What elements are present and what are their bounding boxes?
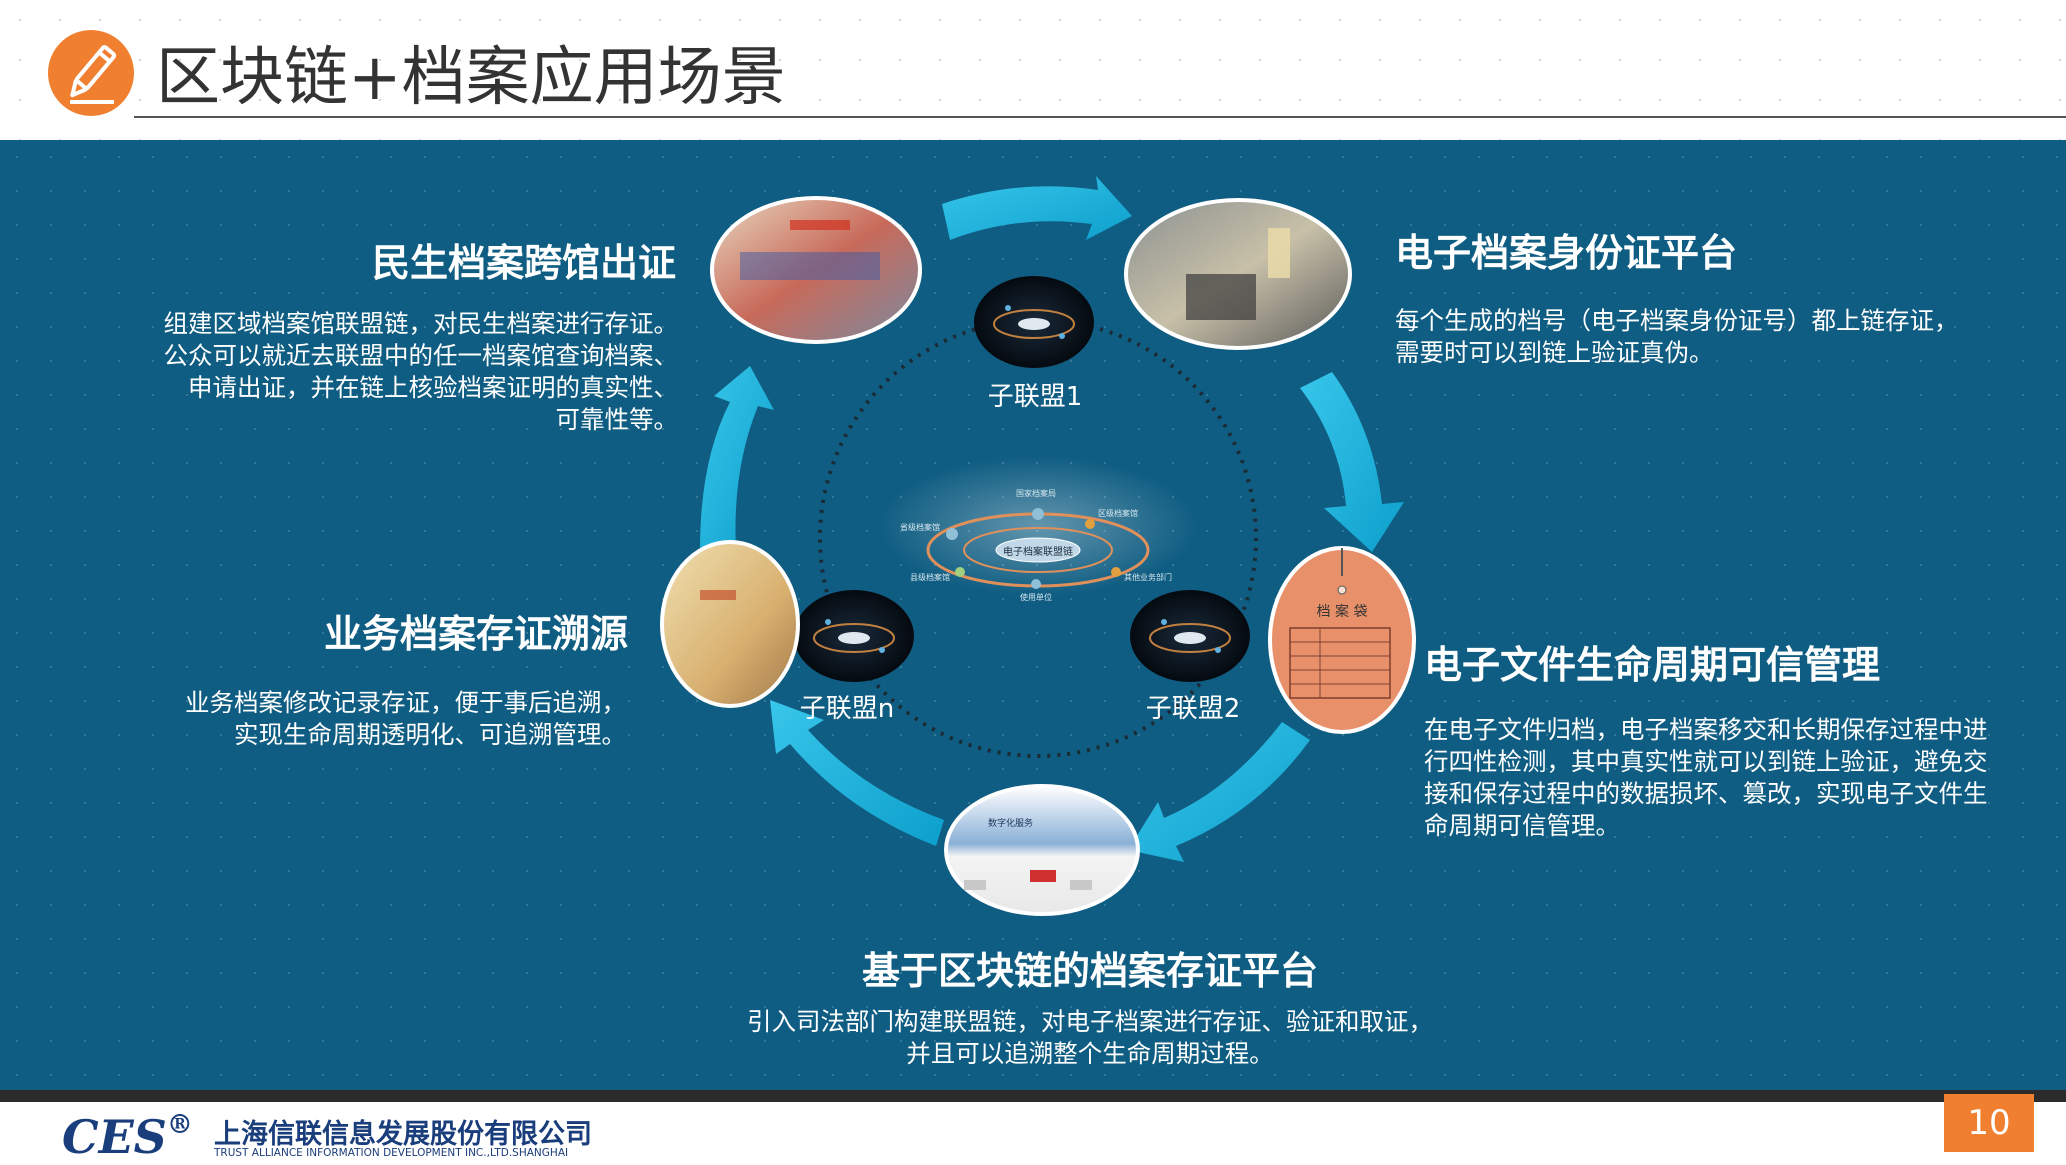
sub-alliance-label-1: 子联盟1 — [987, 382, 1083, 412]
pencil-badge — [48, 30, 134, 116]
orbit-label-2: 省级档案馆 — [900, 522, 940, 532]
heading-minsheng: 民生档案跨馆出证 — [371, 241, 676, 285]
orbit-label-3: 县级档案馆 — [910, 572, 950, 582]
desc-platform-line: 并且可以追溯整个生命周期过程。 — [906, 1039, 1274, 1068]
cycle-diagram: 电子档案联盟链 国家档案局 区级档案馆 省级档案馆 县级档案馆 其他业务部门 使… — [660, 176, 1416, 916]
arrow-left-icon — [700, 366, 774, 550]
desc-yewu-line: 业务档案修改记录存证，便于事后追溯， — [185, 688, 626, 717]
sub-alliance-node-2 — [1130, 590, 1250, 682]
desc-platform-line: 引入司法部门构建联盟链，对电子档案进行存证、验证和取证， — [747, 1007, 1433, 1036]
desc-minsheng-line: 可靠性等。 — [555, 405, 679, 434]
web-label: 数字化服务 — [988, 817, 1033, 829]
company-logo: CES® — [62, 1110, 193, 1164]
desc-minsheng-line: 公众可以就近去联盟中的任一档案馆查询档案、 — [163, 341, 679, 370]
desc-lifecycle-line: 接和保存过程中的数据损坏、篡改，实现电子文件生 — [1424, 779, 1988, 808]
orbit-label-4: 其他业务部门 — [1124, 572, 1172, 582]
arrow-bottom-left-icon — [770, 700, 944, 846]
sub-alliance-node-n — [794, 590, 914, 682]
cycle-arrows — [700, 176, 1404, 862]
heading-idcard: 电子档案身份证平台 — [1395, 231, 1738, 275]
desc-idcard: 每个生成的档号（电子档案身份证号）都上链存证， 需要时可以到链上验证真伪。 — [1395, 305, 1959, 369]
sub-alliance-label-n: 子联盟n — [799, 694, 895, 724]
heading-lifecycle: 电子文件生命周期可信管理 — [1424, 643, 1881, 687]
desc-lifecycle-line: 命周期可信管理。 — [1424, 811, 1620, 840]
archive-bag-label: 档 案 袋 — [1317, 603, 1368, 620]
pencil-icon — [70, 45, 117, 104]
arrow-top-icon — [942, 176, 1132, 240]
photo-minsheng — [710, 196, 922, 344]
registered-mark: ® — [166, 1110, 193, 1140]
desc-lifecycle: 在电子文件归档，电子档案移交和长期保存过程中进 行四性检测，其中真实性就可以到链… — [1424, 714, 1988, 842]
sub-alliance-label-2: 子联盟2 — [1145, 694, 1241, 724]
scenario-panel: 电子档案联盟链 国家档案局 区级档案馆 省级档案馆 县级档案馆 其他业务部门 使… — [0, 140, 2066, 1090]
center-chain-label: 电子档案联盟链 — [1003, 545, 1073, 558]
desc-platform: 引入司法部门构建联盟链，对电子档案进行存证、验证和取证， 并且可以追溯整个生命周… — [600, 1006, 1580, 1070]
desc-minsheng: 组建区域档案馆联盟链，对民生档案进行存证。 公众可以就近去联盟中的任一档案馆查询… — [0, 308, 679, 436]
title-divider — [134, 116, 2066, 118]
page-title: 区块链+档案应用场景 — [156, 41, 786, 115]
desc-idcard-line: 每个生成的档号（电子档案身份证号）都上链存证， — [1395, 306, 1959, 335]
orbit-label-0: 国家档案局 — [1016, 488, 1056, 498]
page-number: 10 — [1944, 1094, 2034, 1152]
photo-yewu — [660, 540, 800, 708]
heading-platform: 基于区块链的档案存证平台 — [861, 949, 1318, 993]
desc-minsheng-line: 申请出证，并在链上核验档案证明的真实性、 — [188, 373, 678, 402]
company-english-name: TRUST ALLIANCE INFORMATION DEVELOPMENT I… — [214, 1147, 569, 1159]
desc-lifecycle-line: 在电子文件归档，电子档案移交和长期保存过程中进 — [1424, 715, 1988, 744]
company-logo-mark: CES — [62, 1110, 167, 1164]
desc-yewu-line: 实现生命周期透明化、可追溯管理。 — [234, 720, 626, 749]
photo-platform-web: 数字化服务 — [944, 784, 1140, 916]
footer-strip — [0, 1090, 2066, 1102]
orbit-label-5: 使用单位 — [1020, 592, 1052, 602]
photo-archive-bag: 档 案 袋 — [1268, 546, 1416, 734]
slide-footer — [0, 1102, 2066, 1165]
desc-lifecycle-line: 行四性检测，其中真实性就可以到链上验证，避免交 — [1424, 747, 1988, 776]
desc-idcard-line: 需要时可以到链上验证真伪。 — [1395, 338, 1714, 367]
desc-yewu: 业务档案修改记录存证，便于事后追溯， 实现生命周期透明化、可追溯管理。 — [0, 687, 626, 751]
arrow-bottom-right-icon — [1128, 722, 1310, 862]
heading-yewu: 业务档案存证溯源 — [323, 612, 628, 656]
photo-idcard — [1124, 198, 1352, 350]
arrow-right-icon — [1300, 372, 1404, 552]
company-name: 上海信联信息发展股份有限公司 — [214, 1119, 592, 1150]
center-alliance-chain: 电子档案联盟链 国家档案局 区级档案馆 省级档案馆 县级档案馆 其他业务部门 使… — [878, 456, 1198, 602]
sub-alliance-node-1 — [974, 276, 1094, 368]
alliance-ring — [818, 318, 1258, 758]
orbit-label-1: 区级档案馆 — [1098, 508, 1138, 518]
desc-minsheng-line: 组建区域档案馆联盟链，对民生档案进行存证。 — [163, 309, 679, 338]
